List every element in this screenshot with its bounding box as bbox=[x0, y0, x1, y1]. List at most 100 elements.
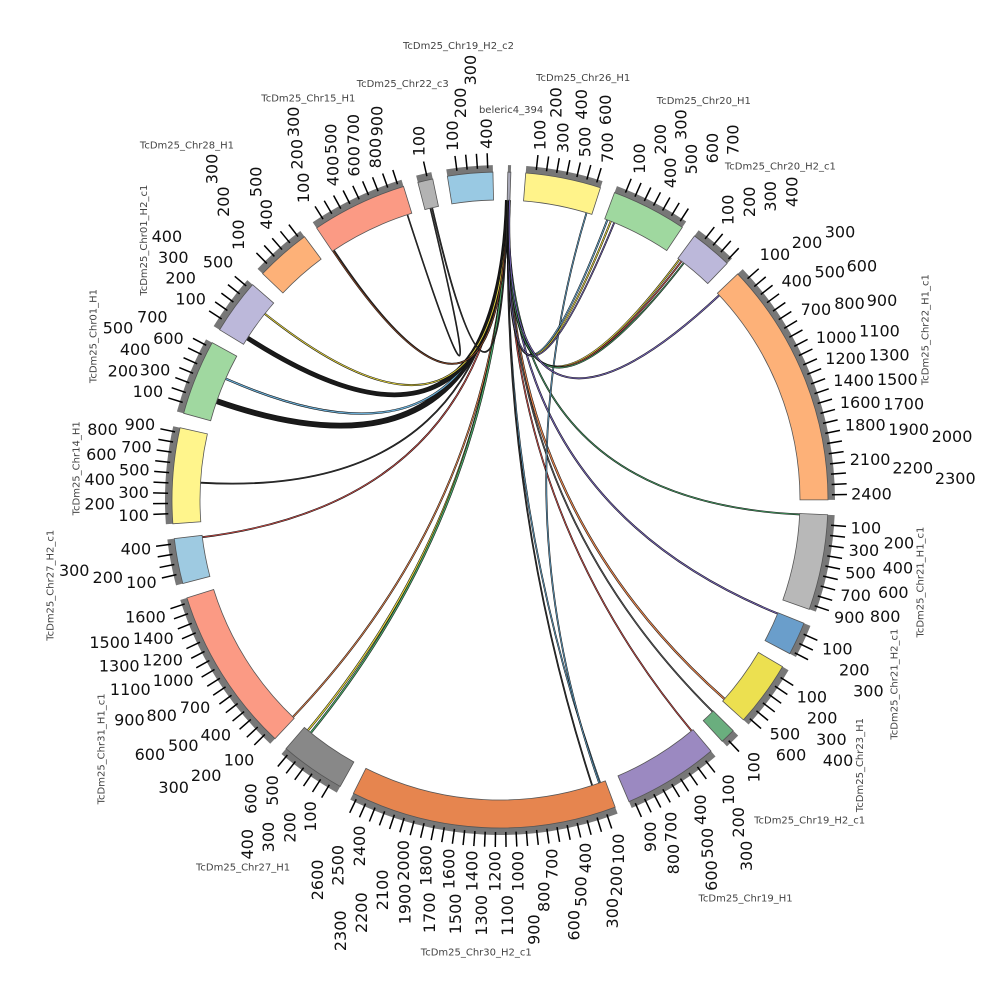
link-6[interactable] bbox=[508, 200, 800, 515]
link-17[interactable] bbox=[332, 200, 509, 365]
link-26[interactable] bbox=[508, 200, 720, 379]
tick-mark bbox=[596, 167, 602, 183]
segment-TcDm25_Chr21_H2_c1[interactable] bbox=[764, 612, 805, 655]
tick-mark bbox=[153, 513, 169, 516]
tick-mark bbox=[566, 824, 571, 840]
tick-mark bbox=[670, 202, 680, 217]
tick-label: 700 bbox=[180, 698, 211, 717]
segment-TcDm25_Chr19_H2_c2[interactable] bbox=[446, 171, 494, 205]
link-19[interactable] bbox=[545, 212, 600, 784]
tick-label: 100 bbox=[744, 752, 763, 783]
segment-TcDm25_Chr30_H2_c1[interactable] bbox=[352, 767, 616, 829]
segment-name: TcDm25_Chr21_H2_c1 bbox=[889, 629, 900, 741]
tick-label: 100 bbox=[760, 245, 791, 264]
link-18[interactable] bbox=[431, 200, 508, 353]
tick-mark bbox=[778, 310, 792, 321]
tick-mark bbox=[753, 276, 767, 288]
segment-TcDm25_Chr28_H1[interactable] bbox=[262, 236, 322, 294]
tick-label: 100 bbox=[719, 774, 738, 805]
tick-label: 400 bbox=[781, 271, 812, 290]
tick-mark bbox=[206, 677, 221, 687]
link-7[interactable] bbox=[292, 200, 509, 718]
tick-label: 100 bbox=[294, 173, 313, 204]
link-22[interactable] bbox=[508, 200, 615, 357]
tick-label: 600 bbox=[344, 146, 363, 177]
tick-label: 600 bbox=[878, 583, 909, 602]
tick-label: 2300 bbox=[935, 469, 976, 488]
segment-TcDm25_Chr26_H1[interactable] bbox=[523, 172, 601, 215]
tick-mark bbox=[294, 767, 305, 781]
tick-label: 2400 bbox=[851, 485, 892, 504]
tick-label: 1000 bbox=[153, 671, 194, 690]
tick-label: 200 bbox=[547, 87, 566, 118]
segment-TcDm25_Chr15_H1[interactable] bbox=[316, 186, 413, 252]
tick-mark bbox=[576, 822, 582, 838]
tick-label: 300 bbox=[553, 122, 572, 153]
tick-mark bbox=[285, 761, 297, 774]
segment-TcDm25_Chr22_H1_c1[interactable] bbox=[716, 273, 829, 501]
tick-label: 700 bbox=[661, 812, 680, 843]
tick-mark bbox=[762, 702, 776, 713]
tick-label: 1800 bbox=[845, 416, 886, 435]
tick-mark bbox=[342, 190, 351, 205]
tick-label: 100 bbox=[443, 120, 462, 151]
segment-TcDm25_Chr22_c3[interactable] bbox=[417, 178, 439, 211]
segment-TcDm25_Chr31_H1_c1[interactable] bbox=[186, 589, 295, 740]
tick-mark bbox=[704, 226, 715, 240]
segment-TcDm25_Chr19_H1[interactable] bbox=[617, 729, 712, 803]
segment-band bbox=[788, 622, 811, 657]
tick-mark bbox=[158, 438, 174, 443]
tick-mark bbox=[783, 319, 798, 330]
segment-name: beleric4_394 bbox=[479, 105, 543, 116]
tick-label: 300 bbox=[761, 181, 780, 212]
tick-mark bbox=[802, 358, 818, 366]
segment-beleric4_394[interactable] bbox=[506, 171, 512, 201]
link-4[interactable] bbox=[508, 200, 713, 712]
tick-label: 500 bbox=[845, 564, 876, 583]
link-15[interactable] bbox=[264, 200, 509, 386]
tick-label: 700 bbox=[723, 124, 742, 155]
segment-band bbox=[213, 280, 255, 331]
segment-name: TcDm25_Chr20_H1 bbox=[656, 96, 751, 107]
tick-mark bbox=[451, 828, 456, 844]
link-1[interactable] bbox=[507, 200, 593, 786]
tick-label: 300 bbox=[118, 483, 149, 502]
tick-mark bbox=[825, 565, 841, 570]
tick-label: 1100 bbox=[859, 321, 900, 340]
tick-mark bbox=[464, 154, 468, 170]
link-9[interactable] bbox=[310, 200, 509, 734]
segment-TcDm25_Chr14_H1[interactable] bbox=[171, 427, 208, 525]
tick-mark bbox=[774, 685, 788, 696]
segment-TcDm25_Chr27_H2_c1[interactable] bbox=[173, 534, 211, 585]
tick-label: 900 bbox=[834, 608, 865, 627]
tick-label: 1900 bbox=[396, 884, 415, 925]
tick-mark bbox=[218, 694, 232, 705]
segment-TcDm25_Chr27_H1[interactable] bbox=[285, 726, 355, 787]
tick-mark bbox=[430, 825, 435, 841]
tick-mark bbox=[186, 641, 201, 650]
tick-label: 100 bbox=[409, 126, 428, 157]
segment-name: TcDm25_Chr19_H2_c1 bbox=[753, 815, 865, 826]
segment-TcDm25_Chr19_H2_c1[interactable] bbox=[702, 710, 734, 742]
segment-TcDm25_Chr01_H1[interactable] bbox=[183, 342, 238, 422]
segment-TcDm25_Chr01_H2_c1[interactable] bbox=[219, 284, 275, 345]
segment-band bbox=[693, 230, 732, 265]
tick-mark bbox=[827, 555, 843, 560]
tick-label: 200 bbox=[214, 186, 233, 217]
link-27[interactable] bbox=[407, 208, 461, 356]
tick-mark bbox=[794, 652, 809, 661]
tick-label: 700 bbox=[598, 132, 617, 163]
tick-label: 900 bbox=[867, 291, 898, 310]
tick-label: 600 bbox=[565, 910, 584, 941]
tick-label: 1400 bbox=[133, 629, 174, 648]
segment-TcDm25_Chr20_H2_c1[interactable] bbox=[677, 235, 728, 285]
tick-mark bbox=[263, 244, 275, 257]
tick-mark bbox=[195, 659, 210, 669]
tick-label: 400 bbox=[823, 751, 854, 770]
segment-TcDm25_Chr21_H1_c1[interactable] bbox=[782, 513, 829, 610]
segment-TcDm25_Chr23_H1[interactable] bbox=[722, 651, 784, 721]
tick-mark bbox=[170, 603, 185, 610]
tick-label: 800 bbox=[366, 138, 385, 169]
segment-TcDm25_Chr20_H1[interactable] bbox=[604, 192, 683, 252]
link-8[interactable] bbox=[307, 200, 509, 731]
